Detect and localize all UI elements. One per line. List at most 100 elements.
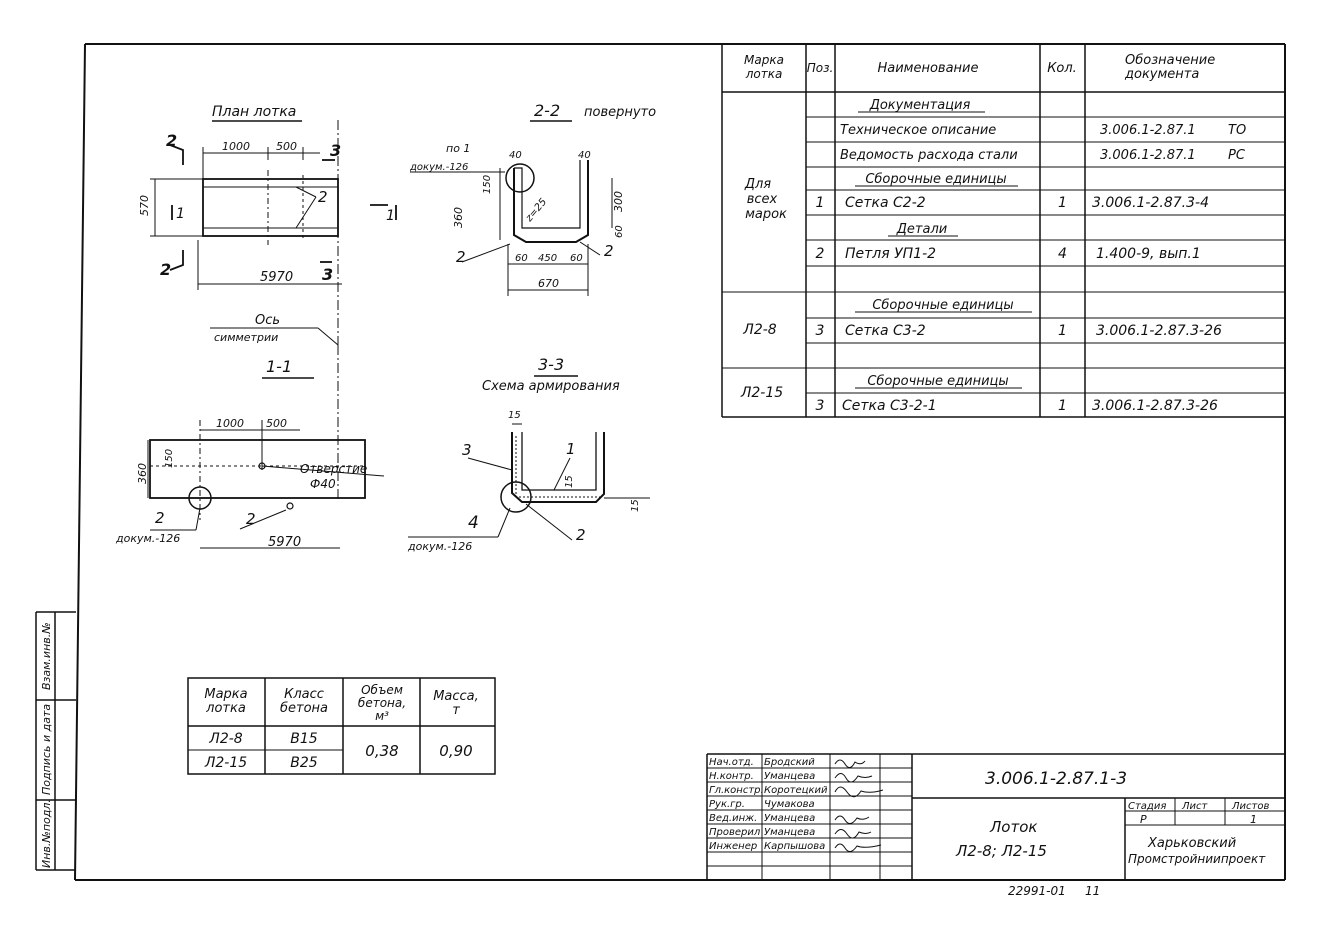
sec11-dim-1000: 1000 (216, 417, 244, 430)
stamp-name: Уманцева (764, 771, 815, 782)
sec11-hole-diameter: Ф40 (310, 477, 336, 491)
plan-section-2-top: 2 (166, 131, 177, 150)
plan-section-1-left: 1 (176, 206, 185, 222)
axis-label-line2: симметрии (214, 331, 278, 344)
sec22-dim-60-right: 60 (614, 225, 625, 238)
spec-row-name: Петля УП1-2 (845, 246, 936, 262)
spec-row-pos: 3 (816, 398, 825, 414)
stamp-org-line1: Харьковский (1147, 836, 1236, 851)
spec-row-doc: 3.006.1-2.87.3-26 (1096, 323, 1222, 339)
spec-row-qty: 1 (1058, 398, 1067, 414)
sec33-dim-15-right: 15 (630, 499, 641, 512)
stamp-role: Рук.гр. (709, 799, 745, 810)
concrete-header-mass-line1: Масса, (433, 689, 479, 704)
sec11-dim-360: 360 (136, 463, 149, 484)
sec22-title: 2-2 (534, 101, 560, 120)
plan-section-3-top: 3 (330, 141, 341, 160)
spec-header-doc-line2: документа (1124, 67, 1199, 82)
stamp-sheet-header: Лист (1181, 801, 1209, 812)
spec-row-doc: 1.400-9, вып.1 (1096, 246, 1201, 262)
stamp-org-line2: Промстройниипроект (1128, 852, 1266, 866)
sec22-callout: по 1 (446, 142, 470, 155)
spec-mark-all-3: марок (745, 207, 787, 222)
spec-row-name: Сетка С2-2 (845, 195, 926, 211)
stamp-role: Инженер (709, 841, 757, 852)
sec11-hole-label: Отверстие (300, 462, 367, 476)
concrete-row-mark: Л2-8 (208, 731, 242, 747)
concrete-header-mark-line2: лотка (205, 701, 246, 716)
stamp-role: Нач.отд. (709, 757, 754, 768)
spec-row-code: ТО (1228, 123, 1246, 138)
stamp-role: Вед.инж. (709, 813, 757, 824)
stamp-name: Уманцева (764, 827, 815, 838)
sec33-pos-4: 4 (468, 513, 479, 533)
concrete-row-mark: Л2-15 (204, 755, 247, 771)
stamp-sheets-value: 1 (1250, 813, 1257, 826)
stamp-name: Чумакова (764, 799, 815, 810)
spec-row-name: Сетка С3-2 (845, 323, 926, 339)
sec22-pos-2-left: 2 (456, 248, 466, 266)
sec11-dim-5970: 5970 (268, 535, 301, 550)
plan-pos-2: 2 (318, 188, 328, 206)
section-1-1: 1-1 1000 500 150 360 Отверстие Ф40 2 док… (115, 357, 385, 550)
stamp-name: Бродский (764, 757, 815, 768)
spec-section-documentation: Документация (869, 98, 971, 113)
sec33-title: 3-3 (538, 355, 564, 374)
concrete-row-class: В15 (290, 731, 318, 747)
spec-row-pos: 1 (816, 195, 825, 211)
sec22-dim-360: 360 (452, 207, 465, 228)
concrete-header-vol-line1: Объем (361, 683, 403, 697)
archive-number: 22991-01 (1008, 884, 1066, 898)
plan-dim-500: 500 (276, 140, 297, 153)
plan-dim-5970: 5970 (260, 270, 293, 285)
concrete-volume: 0,38 (365, 742, 398, 760)
spec-mark-all-1: Для (744, 177, 771, 192)
axis-label-line1: Ось (255, 313, 280, 328)
spec-header-pos: Поз. (807, 61, 834, 75)
spec-row-doc: 3.006.1-2.87.3-4 (1092, 195, 1209, 211)
spec-mark-l28: Л2-8 (742, 322, 776, 338)
sec22-dim-300: 300 (612, 191, 625, 212)
plan-section-1-right: 1 (386, 208, 395, 224)
side-field-replace: Взам.инв.№ (40, 622, 53, 690)
sec33-pos-3: 3 (462, 441, 472, 459)
stamp-role: Гл.констр. (709, 785, 764, 796)
stamp-name: Коротецкий (764, 785, 828, 796)
spec-section-details: Детали (896, 222, 947, 237)
concrete-row-class: В25 (290, 755, 318, 771)
stamp-doc-code: 3.006.1-2.87.1-3 (985, 769, 1127, 789)
axis-of-symmetry: Ось симметрии (210, 313, 339, 500)
sec33-doc: докум.-126 (407, 540, 472, 553)
sec22-dim-450: 450 (538, 253, 557, 264)
spec-row-pos: 2 (816, 246, 825, 262)
stamp-stage-header: Стадия (1128, 801, 1166, 812)
sec11-pos-2-left: 2 (155, 509, 165, 527)
spec-section-assembly3: Сборочные единицы (867, 374, 1008, 389)
stamp-title-line2: Л2-8; Л2-15 (955, 842, 1047, 860)
sec22-dim-40b: 40 (578, 150, 591, 161)
side-field-inventory: Инв.№подл. (40, 799, 53, 868)
spec-header-name: Наименование (877, 61, 978, 76)
spec-row-qty: 4 (1058, 246, 1067, 262)
side-stamp: Взам.инв.№ Подпись и дата Инв.№подл. (40, 622, 53, 868)
sec11-doc: докум.-126 (115, 532, 180, 545)
stamp-stage-value: Р (1140, 813, 1147, 826)
spec-row-qty: 1 (1058, 323, 1067, 339)
spec-row-doc: 3.006.1-2.87.3-26 (1092, 398, 1218, 414)
sec22-dim-60c: 60 (570, 253, 583, 264)
sec22-dim-150: 150 (482, 175, 493, 194)
plan-dim-1000: 1000 (222, 140, 250, 153)
specification-table: Марка лотка Поз. Наименование Кол. Обозн… (721, 44, 1285, 418)
sec22-subtitle: повернуто (584, 105, 656, 120)
side-field-signature: Подпись и дата (40, 704, 53, 795)
title-block: Нач.отд. Бродский Н.контр. Уманцева Гл.к… (706, 753, 1285, 880)
spec-row-name: Ведомость расхода стали (840, 148, 1018, 163)
sec11-pos-2-right: 2 (246, 510, 256, 528)
spec-row-qty: 1 (1058, 195, 1067, 211)
concrete-mass: 0,90 (439, 742, 472, 760)
sec22-dim-z25: z=25 (523, 197, 549, 225)
concrete-header-class-line1: Класс (284, 687, 324, 702)
stamp-role: Проверил (709, 827, 761, 838)
sec22-callout-doc: докум.-126 (409, 162, 468, 173)
